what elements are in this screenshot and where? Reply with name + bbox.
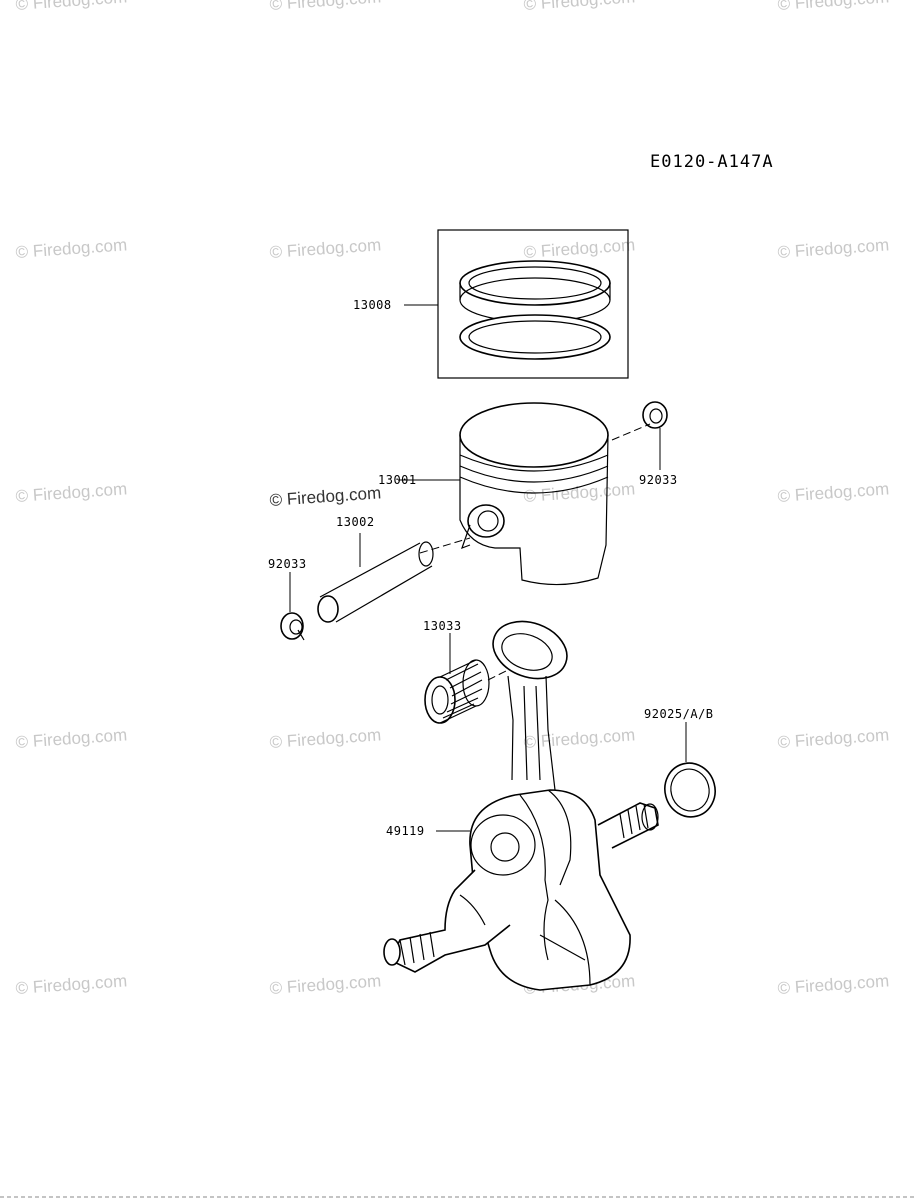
watermark: © Firedog.com <box>777 0 890 14</box>
part-label-92033-left: 92033 <box>268 557 307 571</box>
watermark: © Firedog.com <box>269 725 382 752</box>
part-label-13001: 13001 <box>378 473 417 487</box>
watermark: © Firedog.com <box>777 725 890 752</box>
watermark: © Firedog.com <box>269 971 382 998</box>
diagram-code: E0120-A147A <box>650 152 774 172</box>
watermark: © Firedog.com <box>15 235 128 262</box>
watermark: © Firedog.com <box>269 0 382 14</box>
crankshaft-group: 49119 <box>383 620 659 991</box>
part-label-13008: 13008 <box>353 298 392 312</box>
circlip-left-group: 92033 <box>268 557 307 641</box>
piston-crown <box>459 402 609 468</box>
watermark: © Firedog.com <box>777 971 890 998</box>
circlip-right <box>642 401 668 429</box>
watermark-layer: © Firedog.com © Firedog.com © Firedog.co… <box>15 0 890 998</box>
piston-pin-group: 13002 <box>317 515 434 623</box>
piston-group: 13001 <box>378 402 609 586</box>
watermark: © Firedog.com <box>777 479 890 506</box>
watermark: © Firedog.com <box>15 971 128 998</box>
piston-pin <box>317 595 339 623</box>
crank-seal <box>664 762 716 818</box>
crank-seal-group: 92025/A/B <box>644 707 716 818</box>
watermark: © Firedog.com <box>523 0 636 14</box>
part-label-13002: 13002 <box>336 515 375 529</box>
piston-pin-bore <box>467 504 505 538</box>
watermark: © Firedog.com <box>777 235 890 262</box>
watermark: © Firedog.com <box>15 0 128 14</box>
watermark: © Firedog.com <box>269 235 382 262</box>
needle-bearing-group: 13033 <box>423 619 509 724</box>
part-label-13033: 13033 <box>423 619 462 633</box>
piston-ring-box <box>437 229 629 379</box>
watermark: © Firedog.com <box>523 235 636 262</box>
conrod-small-end <box>492 620 568 680</box>
part-label-92025: 92025/A/B <box>644 707 714 721</box>
circlip-right-group: 92033 <box>611 401 678 487</box>
piston-ring-set-group: 13008 <box>353 229 629 379</box>
watermark: © Firedog.com <box>15 725 128 752</box>
needle-bearing <box>424 676 456 724</box>
circlip-left <box>280 612 304 640</box>
part-label-92033-right: 92033 <box>639 473 678 487</box>
watermark: © Firedog.com <box>15 479 128 506</box>
watermark: © Firedog.com <box>523 725 636 752</box>
piston-ring-bottom <box>459 314 611 360</box>
watermark-dark: © Firedog.com <box>269 483 382 510</box>
crank-web <box>469 789 631 991</box>
part-label-49119: 49119 <box>386 824 425 838</box>
